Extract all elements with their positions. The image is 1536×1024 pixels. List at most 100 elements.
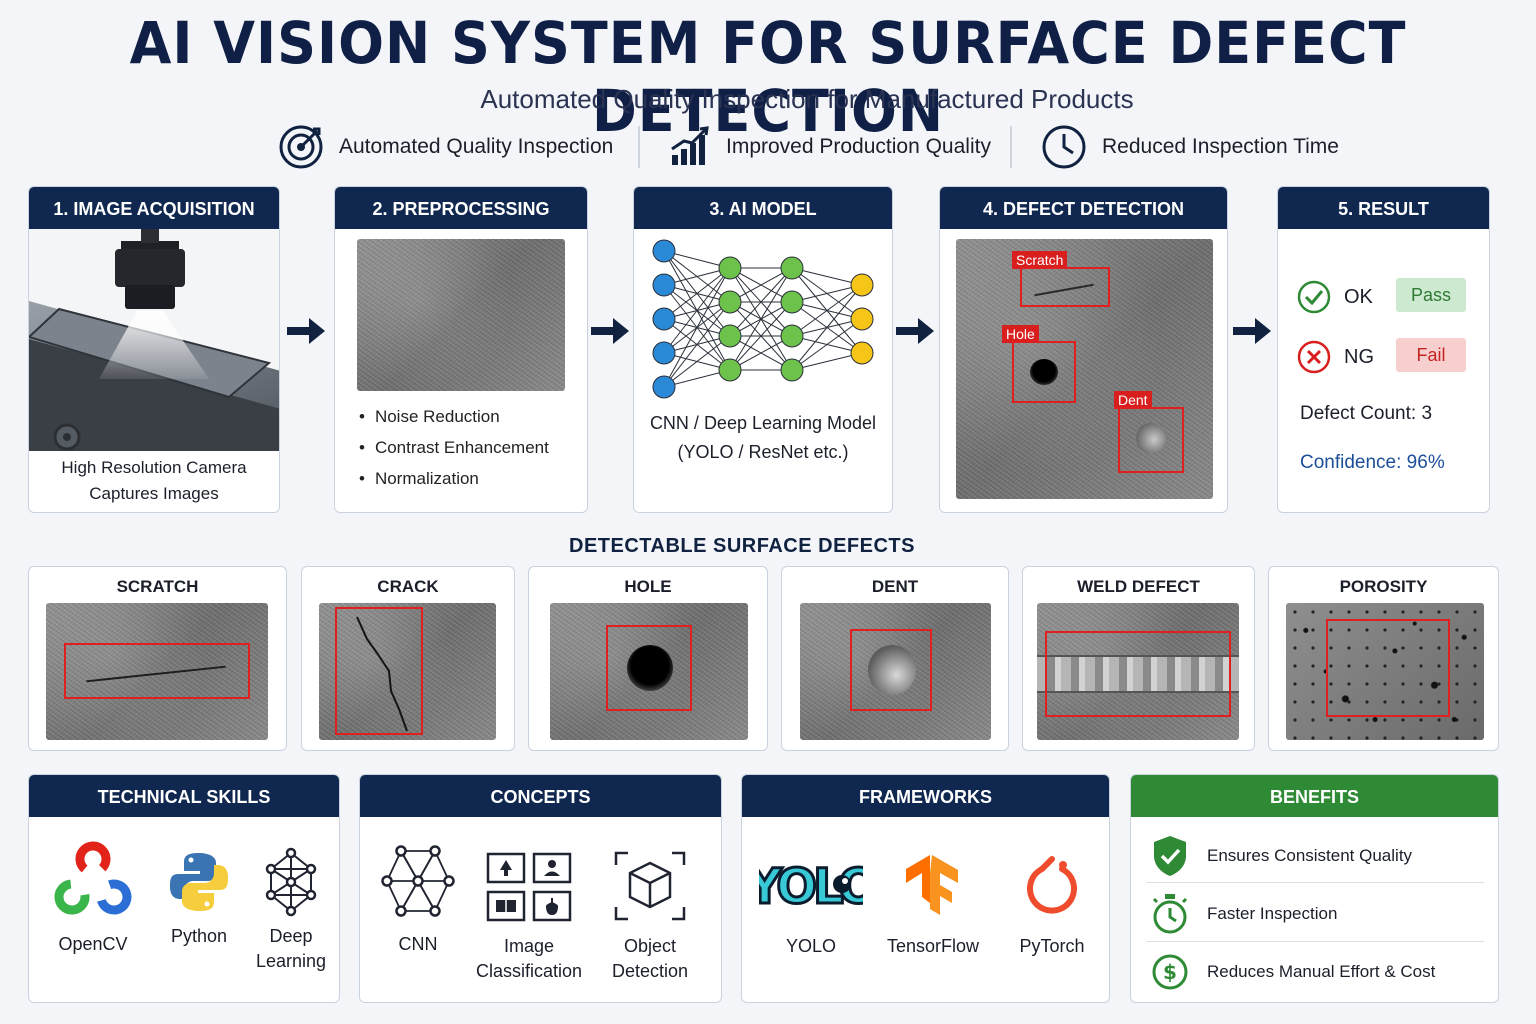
bullet-item: Normalization <box>359 469 549 489</box>
step-title: 3. AI MODEL <box>634 187 892 229</box>
x-circle-icon <box>1297 340 1331 374</box>
benefit-label: Ensures Consistent Quality <box>1207 846 1413 865</box>
opencv-logo-icon <box>54 841 132 915</box>
benefit-consistent-quality: Ensures Consistent Quality <box>1147 827 1482 885</box>
step-title: 5. RESULT <box>1278 187 1489 229</box>
nn-node <box>718 290 742 314</box>
framework-label: YOLO <box>785 936 837 956</box>
skill-opencv: OpenCV <box>49 841 137 957</box>
dent-label: Dent <box>1114 391 1152 409</box>
defect-name: SCRATCH <box>116 577 199 596</box>
nn-edge <box>663 267 731 354</box>
defect-bbox <box>606 625 692 711</box>
benefit-faster-inspection: Faster Inspection <box>1147 885 1482 943</box>
defect-name: CRACK <box>377 577 439 596</box>
cube-detection-icon <box>614 851 686 921</box>
benefits-panel: BENEFITS Ensures Consistent Quality Fast… <box>1130 774 1499 1003</box>
divider <box>638 126 640 168</box>
nn-edge <box>729 335 793 371</box>
defect-bbox <box>850 629 932 711</box>
defect-bbox <box>1326 619 1450 717</box>
ng-label: NG <box>1344 345 1374 368</box>
yolo-logo-icon: YOLO <box>745 858 883 917</box>
benefit-label: Reduces Manual Effort & Cost <box>1207 962 1436 981</box>
page-title: AI VISION SYSTEM FOR SURFACE DEFECT DETE… <box>129 8 1407 146</box>
skill-label-line1: Deep <box>269 926 313 946</box>
nn-node <box>652 307 676 331</box>
nn-node <box>850 273 874 297</box>
step-title: 2. PREPROCESSING <box>335 187 587 229</box>
hole-image <box>550 603 748 740</box>
skill-label: OpenCV <box>58 934 128 954</box>
image-grid-icon <box>486 852 572 922</box>
nn-edge <box>791 352 863 371</box>
confidence: Confidence: 96% <box>1300 452 1445 473</box>
nn-edge <box>663 335 731 388</box>
weld-image <box>1037 603 1239 740</box>
panel-title: BENEFITS <box>1131 775 1498 817</box>
tensorflow-logo-icon <box>906 855 958 915</box>
nn-edge <box>663 267 731 388</box>
divider <box>1147 941 1484 942</box>
framework-pytorch: PyTorch <box>1000 851 1104 959</box>
framework-label: PyTorch <box>1019 936 1085 956</box>
arrow-right-icon <box>287 318 325 344</box>
nn-node <box>652 341 676 365</box>
concepts-panel: CONCEPTS CNN <box>359 774 722 1003</box>
nn-edge <box>729 267 793 371</box>
defect-name: DENT <box>871 577 919 596</box>
neural-network-diagram <box>652 239 874 399</box>
model-caption-line1: CNN / Deep Learning Model <box>649 413 877 433</box>
scratch-bbox <box>1020 267 1110 307</box>
defect-bbox <box>64 643 250 699</box>
svg-text:YOLO: YOLO <box>759 859 863 915</box>
panel-title: CONCEPTS <box>360 775 721 817</box>
concept-label-line2: Classification <box>475 961 583 981</box>
nn-node <box>652 375 676 399</box>
divider <box>1010 126 1012 168</box>
defect-card-weld: WELD DEFECT <box>1022 566 1255 751</box>
detection-image: Scratch Hole Dent <box>956 239 1213 499</box>
nn-edge <box>729 267 793 337</box>
nn-node <box>780 358 804 382</box>
bar-chart-growth-icon <box>671 126 709 165</box>
panel-title: TECHNICAL SKILLS <box>29 775 339 817</box>
skill-python: Python <box>159 849 239 949</box>
defect-name: POROSITY <box>1339 577 1428 596</box>
camera-caption-line1: High Resolution Camera <box>61 458 247 477</box>
model-caption-line2: (YOLO / ResNet etc.) <box>677 442 849 462</box>
hole-label: Hole <box>1002 325 1039 343</box>
target-icon <box>279 125 323 169</box>
highlight-production-quality: Improved Production Quality <box>668 122 991 172</box>
nn-node <box>718 324 742 348</box>
shield-check-icon <box>1154 836 1186 876</box>
step-preprocessing: 2. PREPROCESSING Noise Reduction Contras… <box>334 186 588 513</box>
concept-label: CNN <box>398 934 438 954</box>
nn-edge <box>663 301 731 388</box>
nn-edge <box>729 301 793 371</box>
concept-label-line1: Object <box>623 936 677 956</box>
concept-label-line2: Detection <box>611 961 689 981</box>
stopwatch-icon <box>1152 894 1188 934</box>
concept-image-classification: Image Classification <box>472 851 586 984</box>
highlight-automated-inspection: Automated Quality Inspection <box>277 122 613 172</box>
nn-node <box>850 341 874 365</box>
defect-bbox <box>1045 631 1231 717</box>
step-image-acquisition: 1. IMAGE ACQUISITION High Resolution Cam… <box>28 186 280 513</box>
nn-edge <box>791 267 863 286</box>
bullet-item: Noise Reduction <box>359 407 549 427</box>
arrow-right-icon <box>896 318 934 344</box>
neural-network-icon <box>381 845 455 917</box>
nn-edge <box>791 284 863 337</box>
ok-label: OK <box>1344 285 1373 308</box>
nn-node <box>652 239 676 263</box>
defect-bbox <box>335 607 423 735</box>
pytorch-logo-icon <box>1027 856 1077 914</box>
weld-seam <box>1037 655 1239 693</box>
page-subtitle: Automated Quality Inspection for Manufac… <box>480 84 1134 114</box>
scratch-label: Scratch <box>1012 251 1068 269</box>
nn-node <box>652 273 676 297</box>
defect-name: WELD DEFECT <box>1077 577 1200 596</box>
arrow-right-icon <box>1233 318 1271 344</box>
highlight-label: Reduced Inspection Time <box>1102 135 1339 158</box>
